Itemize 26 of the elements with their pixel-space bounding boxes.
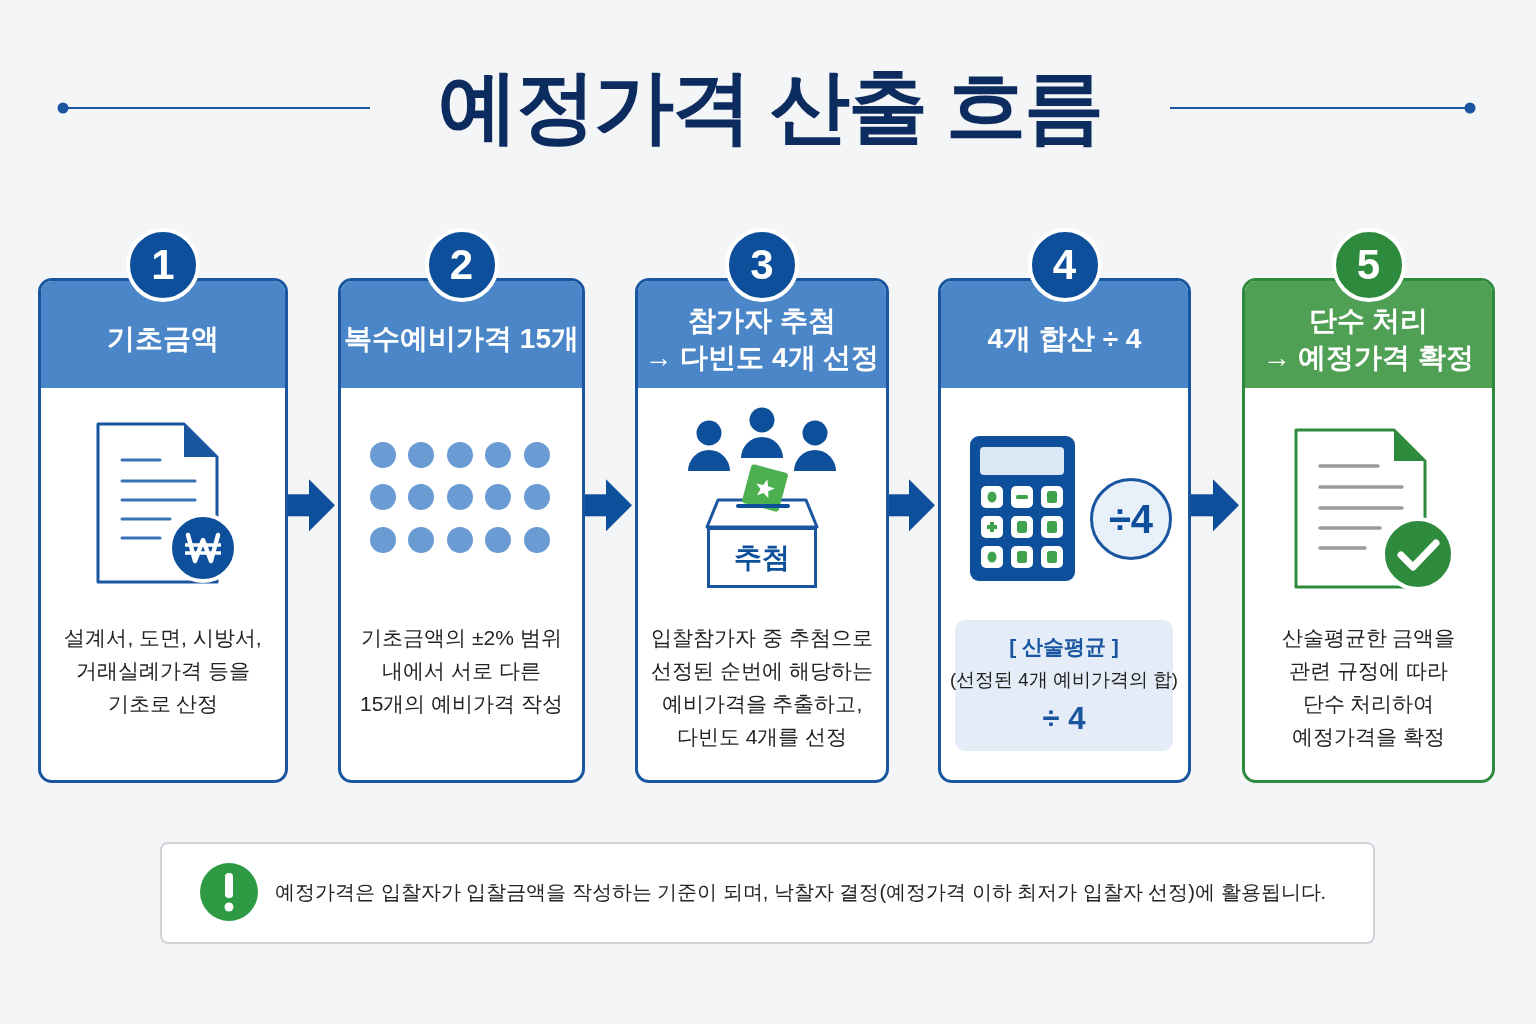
card-header: 기초금액	[41, 281, 285, 388]
formula-divisor: ÷ 4	[1042, 700, 1086, 738]
note-text: 예정가격은 입찰자가 입찰금액을 작성하는 기준이 되며, 낙찰자 결정(예정가격 이하 최저가 입찰자 선정)에 활용됩니다.	[275, 880, 1327, 905]
note-box	[160, 842, 1375, 944]
card-header: 복수예비가격 15개	[341, 281, 582, 388]
number-badge: 2	[424, 228, 499, 302]
title: 예정가격 산출 흐름	[437, 61, 1103, 153]
number-badge: 1	[126, 228, 200, 302]
number-badge: 3	[725, 228, 799, 302]
divide-circle: ÷4	[1090, 478, 1172, 560]
ballot-box: 추첨	[707, 527, 817, 588]
step-description: 설계서, 도면, 시방서, 거래실례가격 등을 기초로 산정	[63, 625, 263, 717]
formula-heading: [ 산술평균 ]	[1009, 634, 1119, 660]
step-description: 산술평균한 금액을 관련 규정에 따라 단수 처리하여 예정가격을 확정	[1280, 625, 1457, 750]
arrow	[889, 479, 935, 532]
arrow	[288, 479, 335, 532]
arrow	[1191, 479, 1239, 532]
number-badge: 4	[1027, 228, 1102, 302]
formula-text: (선정된 4개 예비가격의 합)	[950, 668, 1178, 692]
step-description: 기초금액의 ±2% 범위 내에서 서로 다른 15개의 예비가격 작성	[359, 625, 564, 717]
step-description: 입찰참가자 중 추첨으로 선정된 순번에 해당하는 예비가격을 추출하고, 다빈도 4개를 선정	[650, 625, 874, 750]
card-header: 참가자 추첨 → 다빈도 4개 선정	[638, 281, 886, 388]
arrow	[585, 479, 632, 532]
card-header: 4개 합산 ÷ 4	[941, 281, 1188, 388]
card-header: 단수 처리 → 예정가격 확정	[1245, 281, 1492, 388]
number-badge: 5	[1331, 228, 1406, 302]
